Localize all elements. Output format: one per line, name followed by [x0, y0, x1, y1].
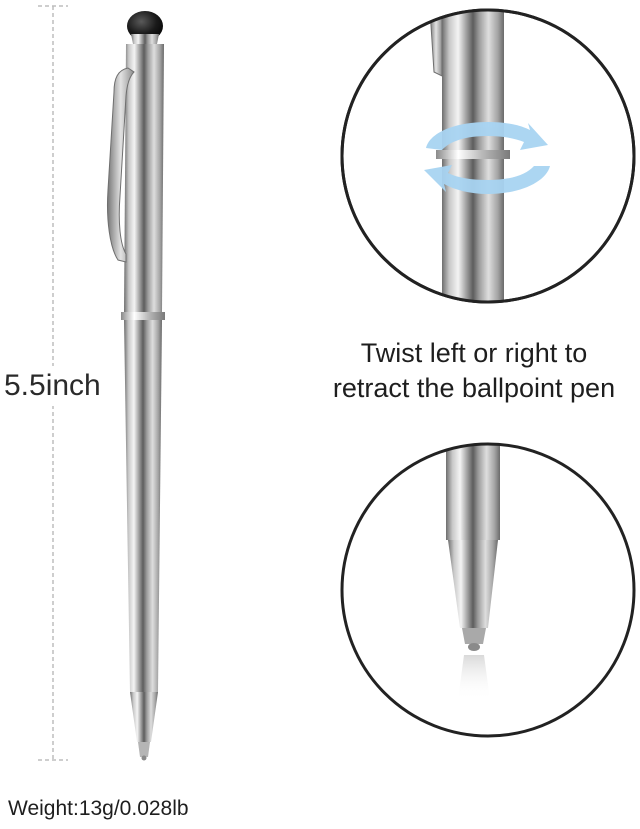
- twist-ring: [121, 312, 165, 320]
- pocket-clip: [107, 67, 135, 263]
- twist-caption-line1: Twist left or right to: [360, 338, 588, 368]
- rotate-arrows-icon: [424, 122, 550, 194]
- ballpoint-detail-circle: [340, 442, 636, 738]
- stylus-tip: [127, 11, 163, 41]
- twist-caption-line2: retract the ballpoint pen: [332, 373, 616, 403]
- weight-label: Weight:13g/0.028lb: [8, 797, 189, 820]
- height-label: 5.5inch: [2, 366, 103, 406]
- twist-detail-circle: [340, 8, 636, 304]
- stylus-pen: [107, 11, 165, 761]
- height-dimension-guide: [38, 5, 68, 761]
